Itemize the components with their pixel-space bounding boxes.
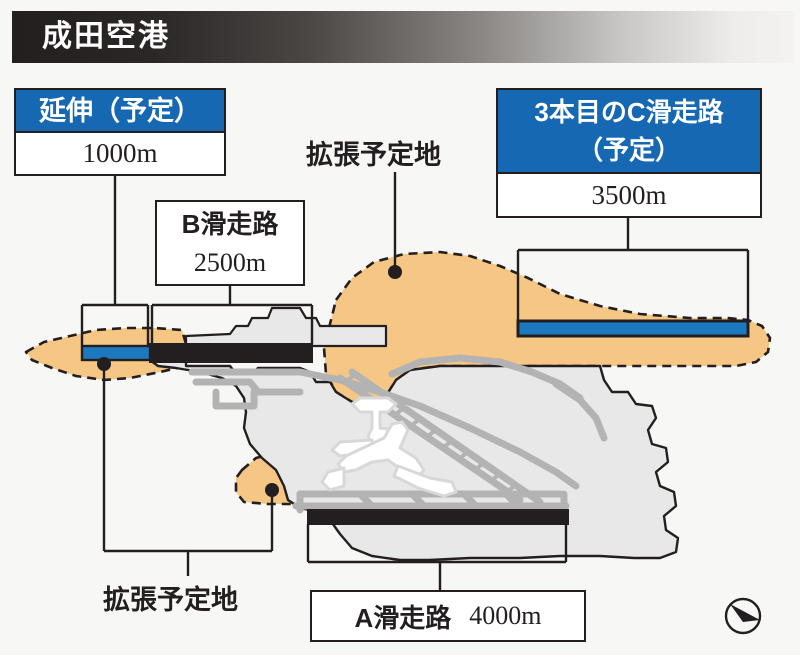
runway-b-extension-blue <box>80 344 152 362</box>
callout-b-runway-length: 2500m <box>193 248 267 277</box>
taxiway-diagonal-second <box>348 368 544 506</box>
taxiway-b-link-2 <box>212 388 258 410</box>
ladder-rung <box>410 416 423 427</box>
leader-extension-bracket <box>80 303 150 345</box>
terminal-group <box>320 396 458 498</box>
label-expansion-bottom: 拡張予定地 <box>103 585 238 615</box>
ladder-rung <box>506 482 519 493</box>
leader-dot-expansion-south <box>265 483 279 497</box>
callout-a-runway-length: 4000m <box>469 601 542 630</box>
callout-extension: 延伸（予定） 1000m <box>14 88 226 176</box>
taxiway-a-link-1 <box>356 490 376 510</box>
runway-c-planned-blue <box>516 319 750 338</box>
callout-a-runway: A滑走路 4000m <box>310 590 586 642</box>
compass-north-icon <box>724 597 762 635</box>
taxiway-east-a <box>552 380 608 442</box>
taxiway-a-link-3 <box>460 490 480 510</box>
leader-dot-group <box>97 265 402 497</box>
ladder-rung <box>442 438 455 449</box>
leader-dot-expansion-west <box>97 357 111 371</box>
taxiway-group <box>188 354 608 514</box>
leader-b-bracket <box>150 303 314 344</box>
callout-c-runway-length: 3500m <box>591 180 667 210</box>
runway-a-existing-black <box>307 509 569 525</box>
callout-c-runway-title-line2: （予定） <box>576 135 681 165</box>
runway-b-existing-black <box>149 343 313 363</box>
taxiway-a-link-2 <box>408 490 428 510</box>
terminal-central-arm <box>320 466 346 492</box>
leader-dot-expansion-top <box>388 265 402 279</box>
page-title: 成田空港 <box>42 20 170 53</box>
callout-b-runway-title: B滑走路 <box>181 209 279 239</box>
taxiway-ladder-group <box>346 372 519 493</box>
ladder-rung <box>490 471 503 482</box>
callout-b-runway: B滑走路 2500m <box>155 200 305 286</box>
taxiway-a-link-4 <box>502 490 522 510</box>
leader-a-bracket <box>306 524 568 564</box>
ladder-rung <box>346 372 358 382</box>
ladder-rung <box>394 405 407 416</box>
ladder-rung <box>426 427 439 438</box>
title-banner: 成田空港 <box>12 11 795 63</box>
callout-extension-title: 延伸（予定） <box>16 90 224 133</box>
callout-c-runway: 3本目のC滑走路 （予定） 3500m <box>496 88 762 218</box>
callout-a-runway-title: A滑走路 <box>354 602 452 633</box>
callout-c-runway-title: 3本目のC滑走路 （予定） <box>498 90 760 174</box>
label-expansion-top: 拡張予定地 <box>306 140 441 170</box>
taxiway-b-parallel <box>188 368 580 490</box>
ladder-rung <box>474 460 487 471</box>
leader-line-group <box>80 172 750 590</box>
callout-extension-length: 1000m <box>82 138 158 168</box>
ladder-rung <box>458 449 471 460</box>
taxiway-b-link-1 <box>192 378 304 396</box>
airport-land-b-corridor <box>184 306 388 348</box>
ladder-rung <box>362 383 375 394</box>
terminal-central-arm-2 <box>392 464 458 498</box>
callout-c-runway-title-line1: 3本目のC滑走路 <box>534 97 724 127</box>
leader-c-bracket <box>516 248 750 322</box>
